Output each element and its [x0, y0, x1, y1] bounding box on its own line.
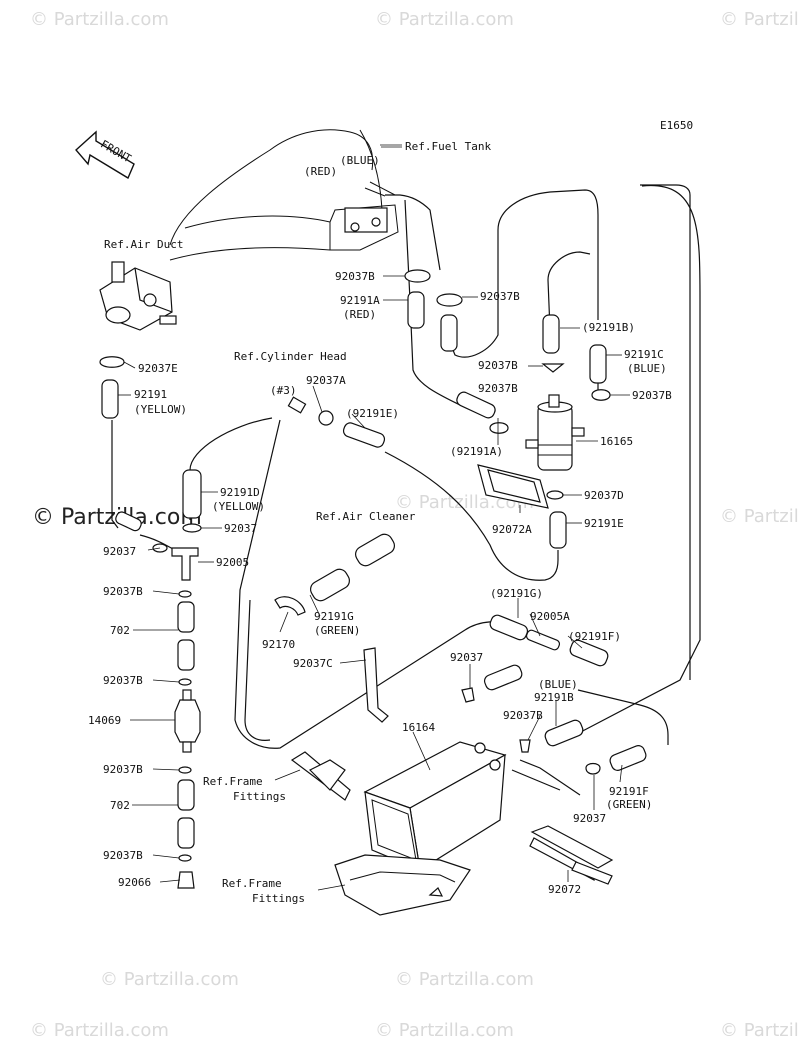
label-ref-frame-1a: Ref.Frame: [203, 775, 263, 788]
label-16165: 16165: [600, 435, 633, 448]
watermark-bottom-center: © Partzilla.com: [375, 1020, 514, 1041]
air-cleaner-parts: [274, 533, 395, 616]
label-92037B-b: 92037B: [480, 290, 520, 303]
label-92037B-g: 92037B: [103, 674, 143, 687]
bracket-92037C: [363, 647, 389, 723]
label-92191B-paren: (92191B): [582, 321, 635, 334]
label-ref-cylinder-head: Ref.Cylinder Head: [234, 350, 347, 363]
label-blue-b: (BLUE): [538, 678, 578, 691]
label-92005: 92005: [216, 556, 249, 569]
label-ref-frame-2a: Ref.Frame: [222, 877, 282, 890]
label-92191D: 92191D: [220, 486, 260, 499]
fuel-pump-16165: [525, 394, 585, 471]
label-hash3: (#3): [270, 384, 297, 397]
watermark-bottom-left: © Partzilla.com: [30, 1020, 169, 1041]
label-92037B-d: 92037B: [632, 389, 672, 402]
cylinder-head-fitting: [287, 396, 386, 448]
watermark-top-right: © Partzilla.com: [720, 9, 800, 30]
label-ref-air-cleaner: Ref.Air Cleaner: [316, 510, 416, 523]
label-92191C: 92191C: [624, 348, 664, 361]
label-green-a: (GREEN): [314, 624, 360, 637]
label-92170: 92170: [262, 638, 295, 651]
watermark-top-center: © Partzilla.com: [375, 9, 514, 30]
label-92072: 92072: [548, 883, 581, 896]
label-92191B: 92191B: [534, 691, 574, 704]
front-arrow-icon: FRONT: [75, 130, 135, 180]
part-labels: Ref.Fuel Tank (RED) (BLUE) Ref.Air Duct …: [88, 140, 672, 905]
label-92072A: 92072A: [492, 523, 532, 536]
label-16164: 16164: [402, 721, 435, 734]
label-ref-frame-2b: Fittings: [252, 892, 305, 905]
label-92037B-a: 92037B: [335, 270, 375, 283]
label-92037-d: 92037: [573, 812, 606, 825]
label-702-b: 702: [110, 799, 130, 812]
label-92191E: 92191E: [584, 517, 624, 530]
label-92037A: 92037A: [306, 374, 346, 387]
label-92037B-j: 92037B: [103, 849, 143, 862]
watermark-lower-center: © Partzilla.com: [395, 969, 534, 990]
label-92191A-paren: (92191A): [450, 445, 503, 458]
label-92037-a: 92037: [224, 522, 257, 535]
canister-16164: [363, 741, 507, 871]
leader-lines: [118, 146, 630, 891]
center-right-fittings: [461, 614, 647, 775]
label-92037C: 92037C: [293, 657, 333, 670]
label-92191: 92191: [134, 388, 167, 401]
label-blue-sub-c: (BLUE): [627, 362, 667, 375]
label-92037B-h: 92037B: [503, 709, 543, 722]
label-ref-fuel-tank: Ref.Fuel Tank: [405, 140, 491, 153]
frame-fittings: [290, 751, 471, 916]
watermark-middle-right: © Partzilla.com: [720, 506, 800, 527]
label-ref-air-duct: Ref.Air Duct: [104, 238, 183, 251]
label-red-top: (RED): [304, 165, 337, 178]
watermark-bottom-right: © Partzilla.com: [720, 1020, 800, 1041]
label-92191G-paren: (92191G): [490, 587, 543, 600]
label-ref-frame-1b: Fittings: [233, 790, 286, 803]
label-92037E: 92037E: [138, 362, 178, 375]
label-92005A: 92005A: [530, 610, 570, 623]
label-green-b: (GREEN): [606, 798, 652, 811]
label-red-sub: (RED): [343, 308, 376, 321]
label-92191F-paren: (92191F): [568, 630, 621, 643]
label-92191A: 92191A: [340, 294, 380, 307]
watermark-top-left: © Partzilla.com: [30, 9, 169, 30]
label-92037-b: 92037: [103, 545, 136, 558]
label-92037B-f: 92037B: [103, 585, 143, 598]
air-duct-assembly: [99, 261, 177, 331]
label-92191E-paren: (92191E): [346, 407, 399, 420]
label-92037D: 92037D: [584, 489, 624, 502]
label-92066: 92066: [118, 876, 151, 889]
label-92191G: 92191G: [314, 610, 354, 623]
label-92037-c: 92037: [450, 651, 483, 664]
label-702-a: 702: [110, 624, 130, 637]
label-yellow-b: (YELLOW): [212, 500, 265, 513]
label-92037B-c: 92037B: [478, 359, 518, 372]
diagram-code: E1650: [660, 119, 693, 132]
fuel-tank-outline: [169, 129, 402, 261]
label-92191F: 92191F: [609, 785, 649, 798]
watermark-lower-left: © Partzilla.com: [100, 969, 239, 990]
label-92037B-i: 92037B: [103, 763, 143, 776]
label-92037B-e: 92037B: [478, 382, 518, 395]
watermark-group: © Partzilla.com © Partzilla.com © Partzi…: [30, 9, 800, 1041]
bracket-92072A: [477, 464, 567, 549]
label-blue-top: (BLUE): [340, 154, 380, 167]
label-yellow-a: (YELLOW): [134, 403, 187, 416]
label-14069: 14069: [88, 714, 121, 727]
pad-92072: [529, 825, 614, 885]
